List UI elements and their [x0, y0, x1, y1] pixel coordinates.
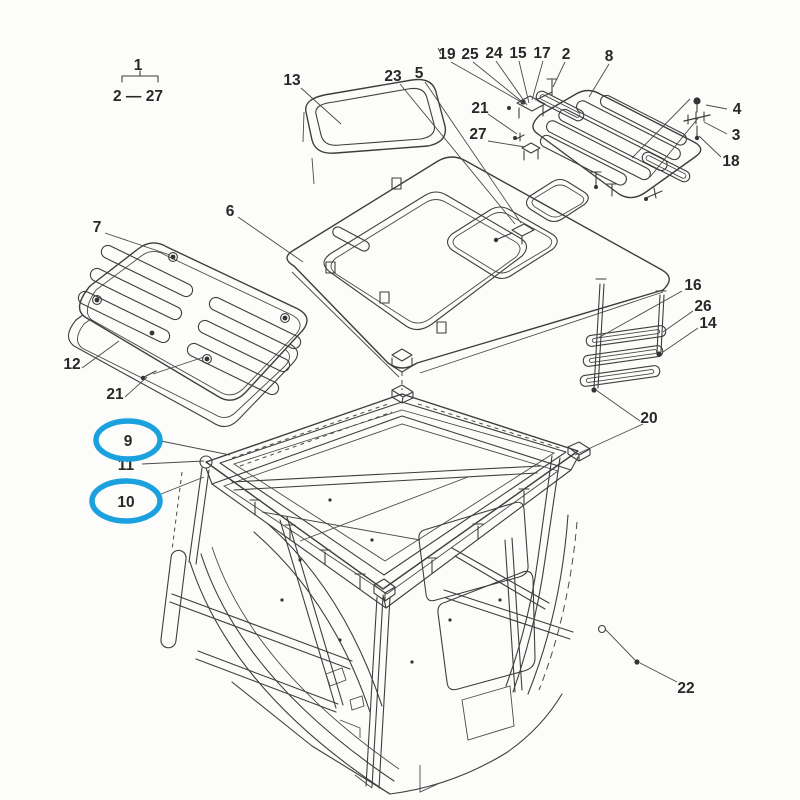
part-label-18: 18 — [722, 153, 740, 170]
part-label-23: 23 — [384, 68, 402, 85]
part-label-7: 7 — [93, 219, 102, 236]
part-label-13: 13 — [283, 72, 301, 89]
knob-and-bracket — [631, 97, 711, 178]
part-label-12: 12 — [63, 356, 80, 373]
part-label-14: 14 — [699, 315, 717, 332]
vent-slots — [77, 244, 302, 396]
part-label-27: 27 — [469, 126, 486, 143]
part-label-5: 5 — [415, 65, 424, 82]
legend-bracket — [121, 70, 159, 83]
part-23-sunroof-seal — [446, 206, 558, 280]
mounting-ear — [597, 624, 607, 634]
vent-slats — [539, 94, 687, 186]
legend-assembly-number: 1 — [134, 57, 143, 74]
mounting-pads — [535, 90, 691, 183]
part-label-10: 10 — [117, 494, 134, 511]
part-label-2: 2 — [562, 46, 571, 63]
cab-frame-wireframe — [160, 372, 607, 795]
leader-lines — [81, 47, 728, 683]
bracket-stack — [579, 278, 667, 393]
legend: 1 2 — 27 — [113, 57, 163, 105]
part-label-21a: 21 — [471, 100, 489, 117]
part-13-sunroof-glass-seal — [302, 78, 447, 185]
corner-ball-joint — [199, 455, 213, 469]
part-label-20: 20 — [640, 410, 657, 427]
highlight-ellipse-10 — [89, 478, 163, 524]
part-label-19: 19 — [438, 46, 456, 63]
highlight-annotations — [89, 418, 163, 524]
part-label-8: 8 — [605, 48, 614, 65]
part-label-4: 4 — [733, 101, 742, 118]
part-label-6: 6 — [226, 203, 235, 220]
part-label-15: 15 — [509, 45, 527, 62]
part-8-vented-panel — [532, 89, 702, 199]
part-label-24: 24 — [485, 45, 503, 62]
part-label-16: 16 — [684, 277, 702, 294]
legend-range: 2 — 27 — [113, 88, 163, 105]
part-label-21b: 21 — [106, 386, 124, 403]
part-label-26: 26 — [694, 298, 712, 315]
side-window-opening — [437, 570, 536, 691]
part-label-9: 9 — [124, 433, 133, 450]
grab-handle — [160, 549, 187, 649]
rear-window-opening — [418, 501, 529, 602]
part-label-22: 22 — [677, 680, 694, 697]
sunroof-latch — [493, 223, 535, 245]
highlight-ellipse-9 — [93, 418, 163, 462]
part-7-vented-panel — [77, 242, 308, 401]
part-label-17: 17 — [533, 45, 550, 62]
part-label-3: 3 — [732, 127, 741, 144]
part-label-25: 25 — [461, 46, 479, 63]
part-6-main-roof-panel — [286, 156, 670, 378]
fasteners — [140, 78, 711, 665]
